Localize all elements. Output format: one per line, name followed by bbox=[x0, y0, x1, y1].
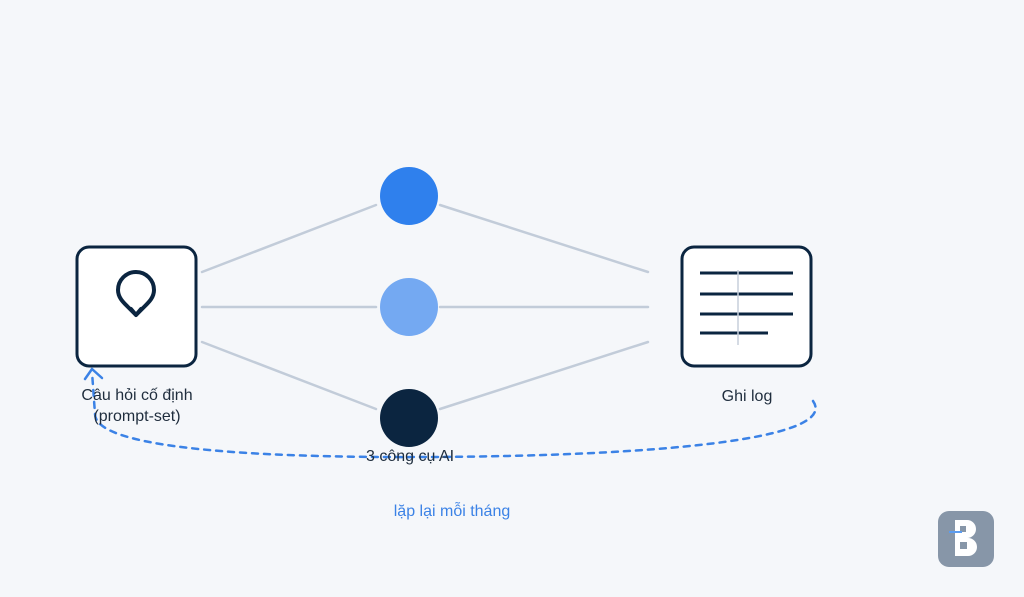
log-box bbox=[680, 245, 813, 368]
monthly-loop-path bbox=[90, 370, 817, 459]
prompt-set-label-line2: (prompt-set) bbox=[93, 408, 180, 425]
lightbulb-icon bbox=[116, 270, 156, 317]
connectors-right bbox=[438, 203, 650, 411]
connector-left-top bbox=[200, 203, 378, 274]
log-label: Ghi log bbox=[722, 388, 773, 405]
loop-arrowhead-icon bbox=[83, 367, 104, 381]
connector-right-top bbox=[438, 203, 650, 274]
connectors-left bbox=[200, 203, 378, 411]
monthly-loop-label: lặp lại mỗi tháng bbox=[394, 501, 511, 520]
brand-logo-icon bbox=[938, 511, 994, 567]
connector-right-bottom bbox=[438, 340, 650, 411]
prompt-set-box bbox=[75, 245, 198, 368]
ai-tools-label: 3 công cụ AI bbox=[366, 448, 454, 465]
ai-tool-circle-3 bbox=[380, 389, 438, 447]
ai-tool-circle-1 bbox=[380, 167, 438, 225]
prompt-set-label-line1: Câu hỏi cố định bbox=[81, 387, 192, 404]
ai-tool-circle-2 bbox=[380, 278, 438, 336]
document-lines-icon bbox=[700, 271, 793, 335]
connector-left-bottom bbox=[200, 340, 378, 411]
